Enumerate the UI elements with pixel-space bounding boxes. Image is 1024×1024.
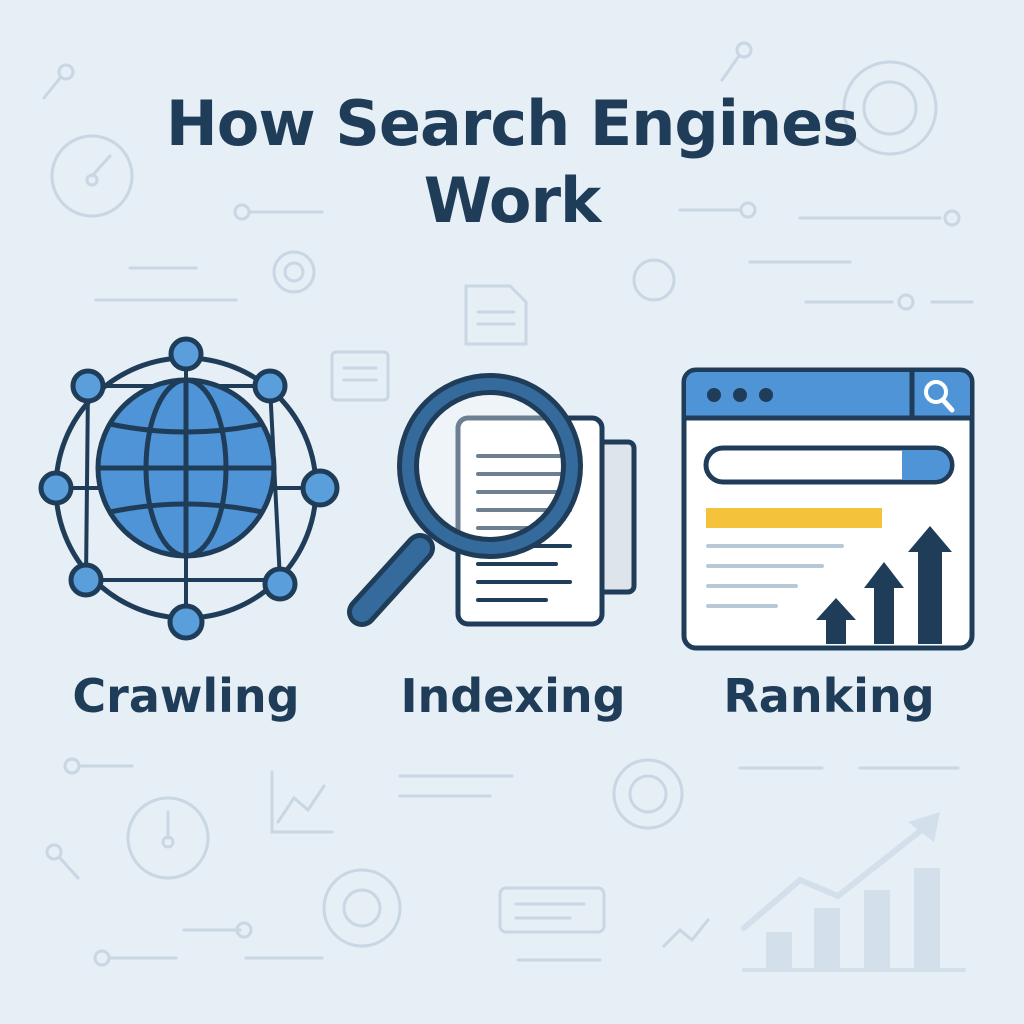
gear-icon [272, 60, 938, 948]
step-label-crawling: Crawling [72, 669, 300, 723]
document-icon [330, 284, 606, 934]
connector-lines-icon [42, 41, 974, 967]
check-badge-icon [632, 258, 676, 302]
page-title-line-1: How Search Engines [165, 87, 859, 160]
growth-chart-icon [766, 812, 940, 970]
growth-trend-line [741, 825, 927, 931]
step-label-ranking: Ranking [723, 669, 935, 723]
line-chart-icon [270, 770, 710, 948]
step-label-indexing: Indexing [400, 669, 626, 723]
page-title-line-2: Work [423, 164, 602, 237]
gauge-icon [50, 134, 210, 880]
